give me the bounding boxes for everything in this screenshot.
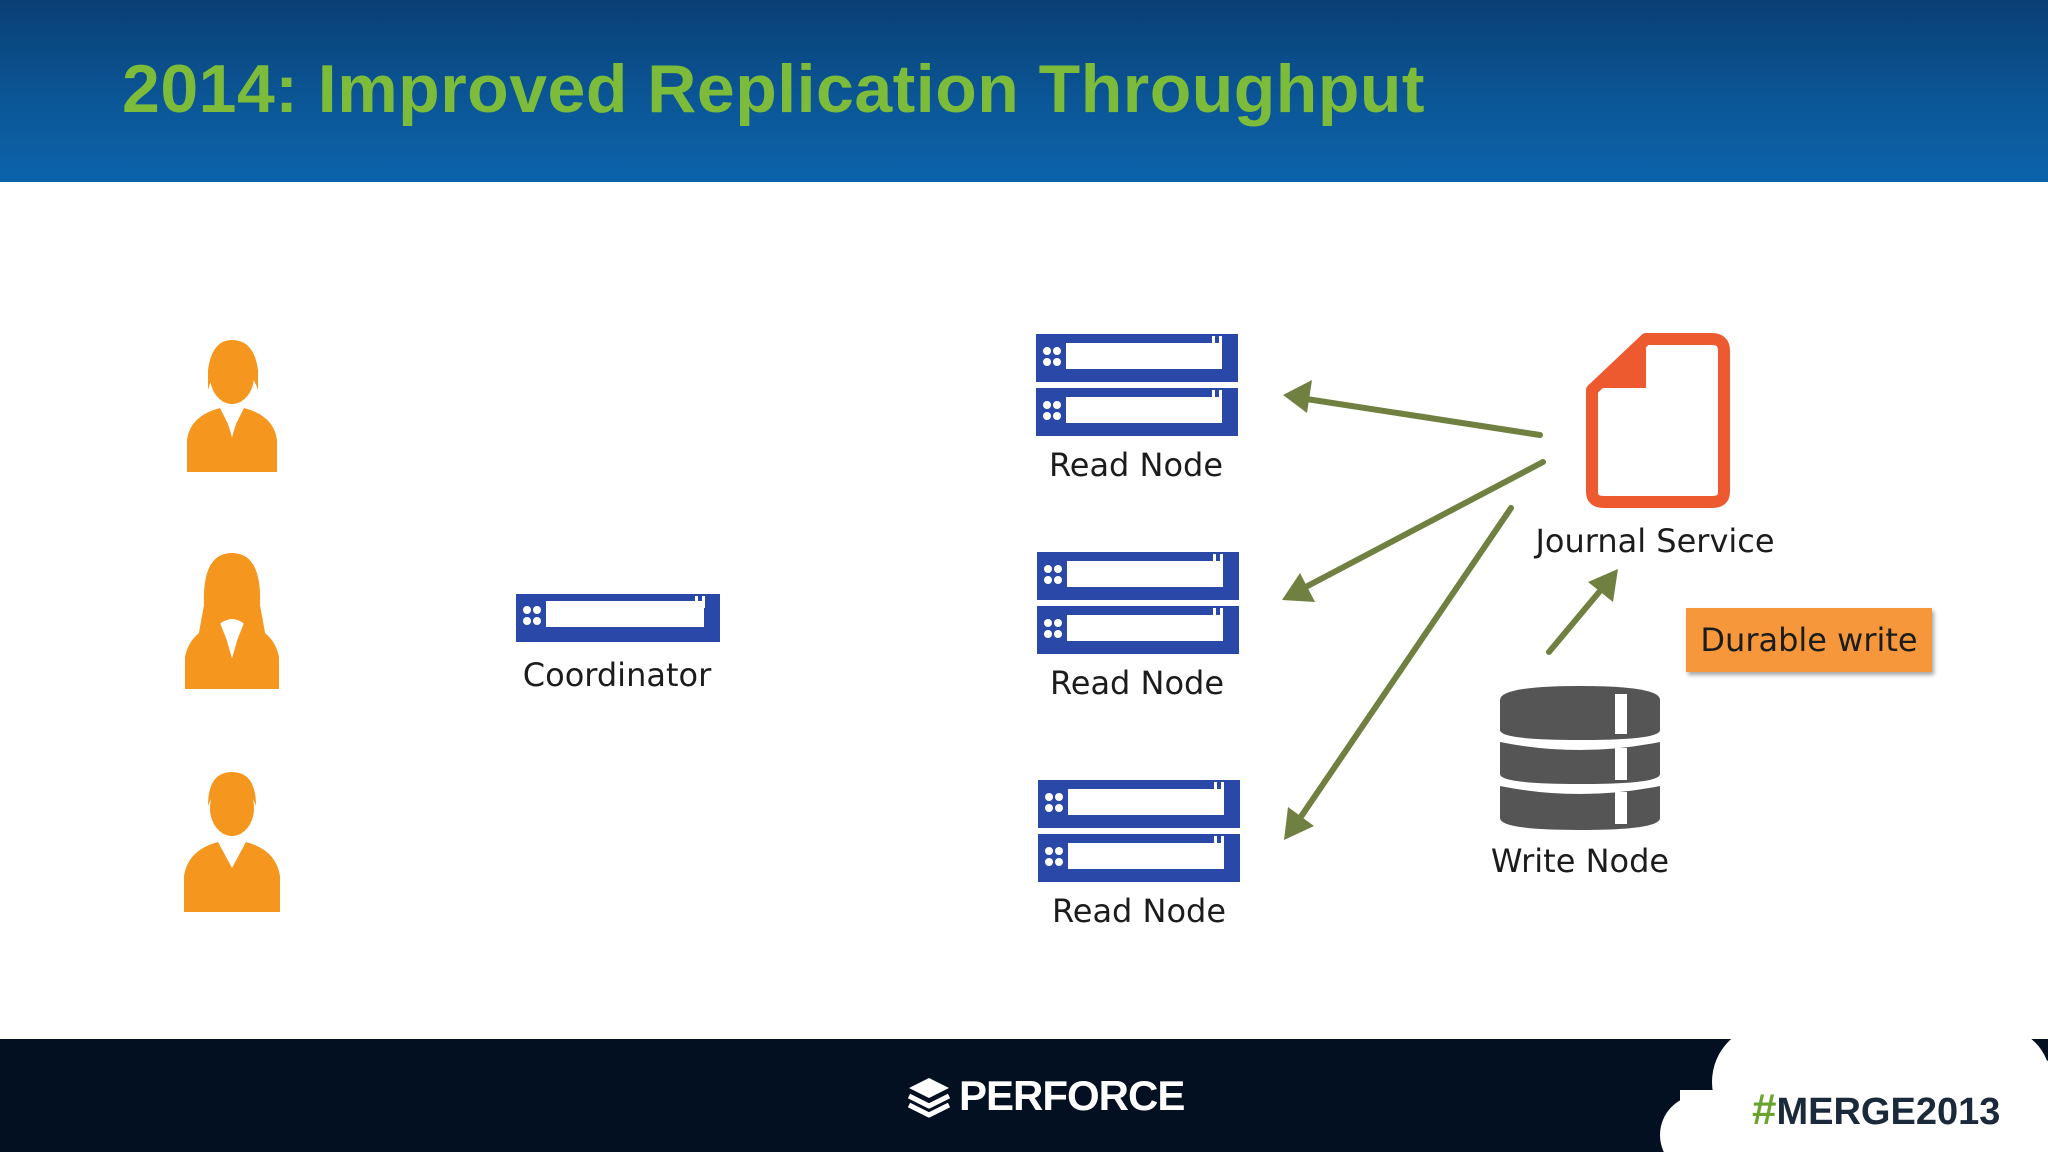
merge-hashtag: #MERGE2013: [1752, 1085, 2000, 1135]
perforce-brand-text: PERFORCE: [959, 1072, 1185, 1119]
cloud-icon: [1660, 1012, 2048, 1152]
read-node-label-1: Read Node: [1048, 446, 1224, 484]
arrow-icon: [1546, 569, 1618, 655]
arrow-icon: [1284, 505, 1514, 840]
user-icon: [185, 553, 279, 689]
server-icon: [1038, 780, 1240, 882]
hashtag-symbol: #: [1752, 1085, 1777, 1134]
user-icon: [187, 340, 277, 472]
durable-write-badge: Durable write: [1686, 608, 1932, 672]
user-icon: [184, 772, 280, 912]
write-node-label: Write Node: [1490, 842, 1670, 880]
server-icon: [1036, 334, 1238, 436]
document-icon: [1586, 333, 1730, 508]
arrow-icon: [1282, 459, 1546, 602]
arrow-icon: [1283, 380, 1543, 438]
coordinator-label: Coordinator: [522, 656, 712, 694]
database-icon: [1500, 686, 1660, 830]
perforce-logo-icon: [907, 1078, 951, 1118]
header-bar: 2014: Improved Replication Throughput: [0, 0, 2048, 182]
server-icon: [1037, 552, 1239, 654]
perforce-logo: PERFORCE: [905, 1072, 1185, 1120]
read-node-label-3: Read Node: [1051, 892, 1227, 930]
slide-title: 2014: Improved Replication Throughput: [122, 51, 1426, 127]
journal-service-label: Journal Service: [1535, 522, 1775, 560]
hashtag-text: MERGE2013: [1776, 1091, 2001, 1133]
read-node-label-2: Read Node: [1049, 664, 1225, 702]
server-icon: [516, 594, 720, 642]
